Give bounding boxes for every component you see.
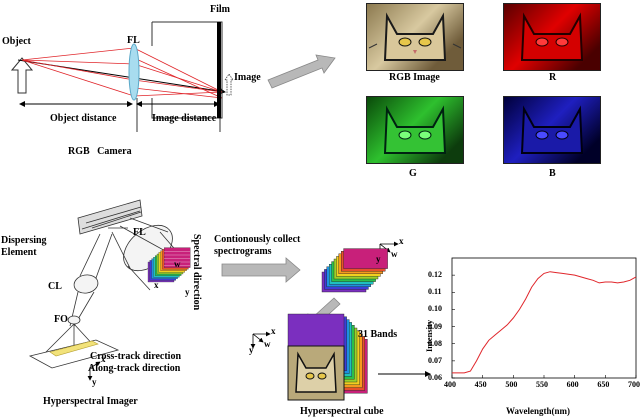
x-tick-label: 450	[474, 380, 487, 389]
spec-axis-w: w	[391, 249, 398, 259]
x-tick-label: 650	[597, 380, 610, 389]
hyperspectral-cube	[287, 313, 368, 401]
cube-cat-eye	[305, 372, 315, 380]
spectrogram-stack	[321, 248, 388, 293]
r-channel-image	[503, 3, 601, 71]
detector-axis-x: x	[154, 280, 159, 290]
x-tick-label: 550	[536, 380, 548, 389]
film-plane	[217, 22, 221, 118]
y-tick-label: 0.06	[428, 373, 442, 382]
chart-frame	[451, 257, 637, 379]
hyperspectral-imager-label: Hyperspectral Imager	[43, 396, 138, 407]
object-distance-label: Object distance	[50, 113, 117, 124]
spectral-direction-label: Spectral direction	[191, 234, 202, 311]
g-label: G	[409, 168, 417, 179]
spectrogram-layer	[343, 248, 388, 269]
x-tick-label: 400	[444, 380, 456, 389]
cross-track-label: Cross-track direction	[90, 351, 182, 362]
detector-layer	[164, 247, 191, 268]
cl-label: CL	[48, 281, 62, 292]
y-tick-label: 0.12	[428, 270, 442, 280]
spec-axis-x: x	[399, 236, 404, 246]
film-label: Film	[210, 4, 230, 15]
lens-fl	[128, 43, 140, 101]
intensity-line	[452, 271, 637, 374]
y-tick-label: 0.08	[428, 338, 442, 348]
x-tick-label: 500	[505, 380, 518, 389]
collect-label: Contionously collect spectrograms	[214, 234, 301, 257]
imager-axis-y: y	[92, 377, 97, 387]
detector-axis-y: y	[185, 287, 190, 297]
axis-triad-cube	[250, 331, 271, 349]
collect-arrow	[221, 257, 301, 283]
rgb-image	[366, 3, 464, 71]
image-label: Image	[234, 72, 261, 83]
to-rgb-arrow	[267, 54, 336, 89]
camera-body	[151, 21, 223, 119]
along-track-label: Along-track direction	[88, 363, 181, 374]
axis-triad-imager	[87, 361, 101, 381]
detector-array	[147, 247, 191, 283]
g-channel-image	[366, 96, 464, 164]
bottom-fl-label: FL	[133, 227, 146, 238]
object-label: Object	[2, 36, 31, 47]
detector-axis-w: w	[174, 259, 181, 269]
rgb-camera-label: RGB Camera	[68, 146, 132, 157]
cube-axis-x: x	[271, 326, 276, 336]
rgb-image-label: RGB Image	[389, 72, 440, 83]
r-label: R	[549, 72, 557, 83]
chart-xlabel: Wavelength(nm)	[506, 406, 570, 416]
x-tick-label: 600	[566, 380, 579, 389]
y-tick-label: 0.10	[428, 304, 442, 314]
y-tick-label: 0.11	[428, 287, 442, 297]
y-tick-label: 0.09	[428, 321, 442, 331]
b-label: B	[549, 168, 556, 179]
cube-cat-eye	[317, 372, 327, 380]
y-tick-label: 0.07	[428, 355, 442, 365]
b-channel-image	[503, 96, 601, 164]
spec-axis-y: y	[376, 254, 381, 264]
cube-cat-face	[295, 351, 337, 393]
image-distance-label: Image distance	[152, 113, 217, 124]
fo-label: FO	[54, 314, 68, 325]
object-arrow	[10, 57, 34, 94]
cube-axis-y: y	[249, 345, 254, 355]
dispersing-element-label: Dispersing Element	[1, 235, 47, 258]
spectral-chart	[451, 257, 637, 379]
fl-label: FL	[127, 35, 140, 46]
imager-axis-x: x	[101, 354, 106, 364]
x-tick-label: 700	[628, 380, 640, 389]
bands-label: 31 Bands	[358, 329, 398, 340]
image-arrow	[224, 73, 234, 96]
light-rays	[21, 47, 223, 99]
cube-label: Hyperspectral cube	[300, 406, 384, 417]
ground-strip	[49, 340, 99, 357]
cat-face-rgb	[368, 12, 462, 61]
cube-axis-w: w	[264, 339, 271, 349]
